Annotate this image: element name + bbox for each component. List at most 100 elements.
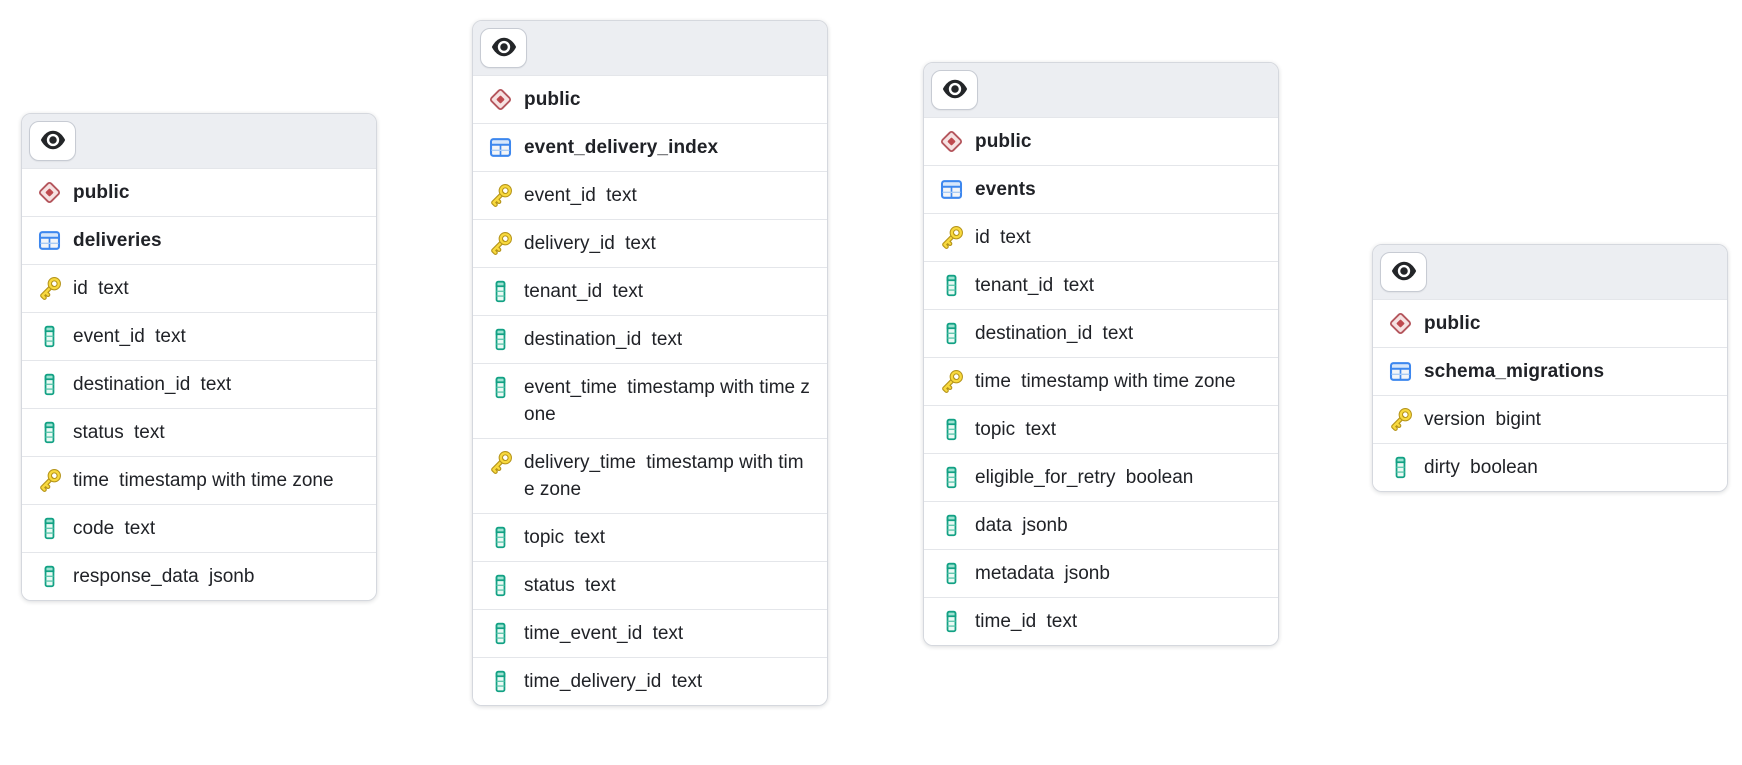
column-name: id (73, 278, 88, 299)
column-type: timestamp with time zone (113, 470, 334, 491)
column-name: id (975, 227, 990, 248)
column-row[interactable]: event_id text (473, 172, 827, 220)
table-name: events (975, 179, 1036, 200)
schema-row[interactable]: public (22, 169, 376, 217)
column-row[interactable]: event_id text (22, 313, 376, 361)
table-card-header (22, 114, 376, 169)
column-list: version bigint dirty boolean (1373, 396, 1727, 491)
column-row[interactable]: delivery_time timestamp with time zone (473, 439, 827, 514)
toggle-visibility-button[interactable] (480, 28, 527, 68)
table-icon (36, 228, 62, 253)
column-type: text (1020, 419, 1057, 440)
column-row[interactable]: time_event_id text (473, 610, 827, 658)
primary-key-icon (1387, 407, 1413, 432)
column-type: timestamp with time zone (524, 377, 810, 425)
column-row[interactable]: dirty boolean (1373, 444, 1727, 491)
table-card-header (1373, 245, 1727, 300)
column-list: id text tenant_id text destination_id te… (924, 214, 1278, 645)
column-row[interactable]: tenant_id text (924, 262, 1278, 310)
schema-row[interactable]: public (1373, 300, 1727, 348)
column-type: text (128, 422, 165, 443)
column-type: boolean (1120, 467, 1194, 488)
schema-name: public (1424, 313, 1481, 334)
column-type: text (666, 671, 703, 692)
column-type: jsonb (1059, 563, 1110, 584)
column-row[interactable]: delivery_id text (473, 220, 827, 268)
column-type: text (994, 227, 1031, 248)
column-row[interactable]: status text (473, 562, 827, 610)
column-name: topic (975, 419, 1016, 440)
column-name: response_data (73, 566, 199, 587)
schema-name: public (524, 89, 581, 110)
column-icon (938, 273, 964, 298)
table-card-event_delivery_index[interactable]: public event_delivery_index event_id tex… (472, 20, 828, 706)
primary-key-icon (487, 183, 513, 208)
table-name-row[interactable]: event_delivery_index (473, 124, 827, 172)
table-name-row[interactable]: deliveries (22, 217, 376, 265)
column-row[interactable]: event_time timestamp with time zone (473, 364, 827, 439)
column-row[interactable]: metadata jsonb (924, 550, 1278, 598)
column-type: text (579, 575, 616, 596)
column-row[interactable]: id text (22, 265, 376, 313)
table-name-row[interactable]: events (924, 166, 1278, 214)
column-icon (36, 420, 62, 445)
primary-key-icon (36, 468, 62, 493)
column-name: eligible_for_retry (975, 467, 1116, 488)
table-card-deliveries[interactable]: public deliveries id text event_id text (21, 113, 377, 601)
column-row[interactable]: time timestamp with time zone (924, 358, 1278, 406)
column-name: topic (524, 527, 565, 548)
column-row[interactable]: response_data jsonb (22, 553, 376, 600)
table-icon (938, 177, 964, 202)
toggle-visibility-button[interactable] (1380, 252, 1427, 292)
schema-icon (36, 180, 62, 205)
eye-icon (490, 36, 518, 61)
column-name: event_id (524, 185, 596, 206)
column-icon (938, 513, 964, 538)
toggle-visibility-button[interactable] (931, 70, 978, 110)
eye-icon (941, 78, 969, 103)
column-type: text (92, 278, 129, 299)
table-name-row[interactable]: schema_migrations (1373, 348, 1727, 396)
column-type: text (607, 281, 644, 302)
column-name: time_event_id (524, 623, 643, 644)
column-type: text (1041, 611, 1078, 632)
table-card-header (924, 63, 1278, 118)
table-name: deliveries (73, 230, 162, 251)
column-row[interactable]: time_id text (924, 598, 1278, 645)
column-name: destination_id (975, 323, 1093, 344)
column-name: time (73, 470, 109, 491)
table-card-events[interactable]: public events id text tenant_id text (923, 62, 1279, 646)
column-type: text (600, 185, 637, 206)
column-row[interactable]: time timestamp with time zone (22, 457, 376, 505)
column-icon (487, 327, 513, 352)
column-row[interactable]: status text (22, 409, 376, 457)
schema-row[interactable]: public (924, 118, 1278, 166)
schema-icon (1387, 311, 1413, 336)
column-name: delivery_time (524, 452, 636, 473)
column-row[interactable]: destination_id text (22, 361, 376, 409)
column-row[interactable]: id text (924, 214, 1278, 262)
column-row[interactable]: version bigint (1373, 396, 1727, 444)
column-icon (938, 561, 964, 586)
column-type: jsonb (1016, 515, 1068, 536)
column-icon (487, 375, 513, 400)
column-row[interactable]: eligible_for_retry boolean (924, 454, 1278, 502)
table-card-schema_migrations[interactable]: public schema_migrations version bigint … (1372, 244, 1728, 492)
column-icon (938, 321, 964, 346)
column-row[interactable]: destination_id text (473, 316, 827, 364)
column-row[interactable]: code text (22, 505, 376, 553)
column-type: text (1058, 275, 1095, 296)
column-row[interactable]: time_delivery_id text (473, 658, 827, 705)
column-icon (938, 417, 964, 442)
column-icon (1387, 455, 1413, 480)
column-row[interactable]: destination_id text (924, 310, 1278, 358)
column-type: text (149, 326, 186, 347)
toggle-visibility-button[interactable] (29, 121, 76, 161)
column-type: jsonb (203, 566, 255, 587)
column-row[interactable]: tenant_id text (473, 268, 827, 316)
column-row[interactable]: topic text (473, 514, 827, 562)
column-name: delivery_id (524, 233, 615, 254)
schema-row[interactable]: public (473, 76, 827, 124)
column-row[interactable]: data jsonb (924, 502, 1278, 550)
column-row[interactable]: topic text (924, 406, 1278, 454)
